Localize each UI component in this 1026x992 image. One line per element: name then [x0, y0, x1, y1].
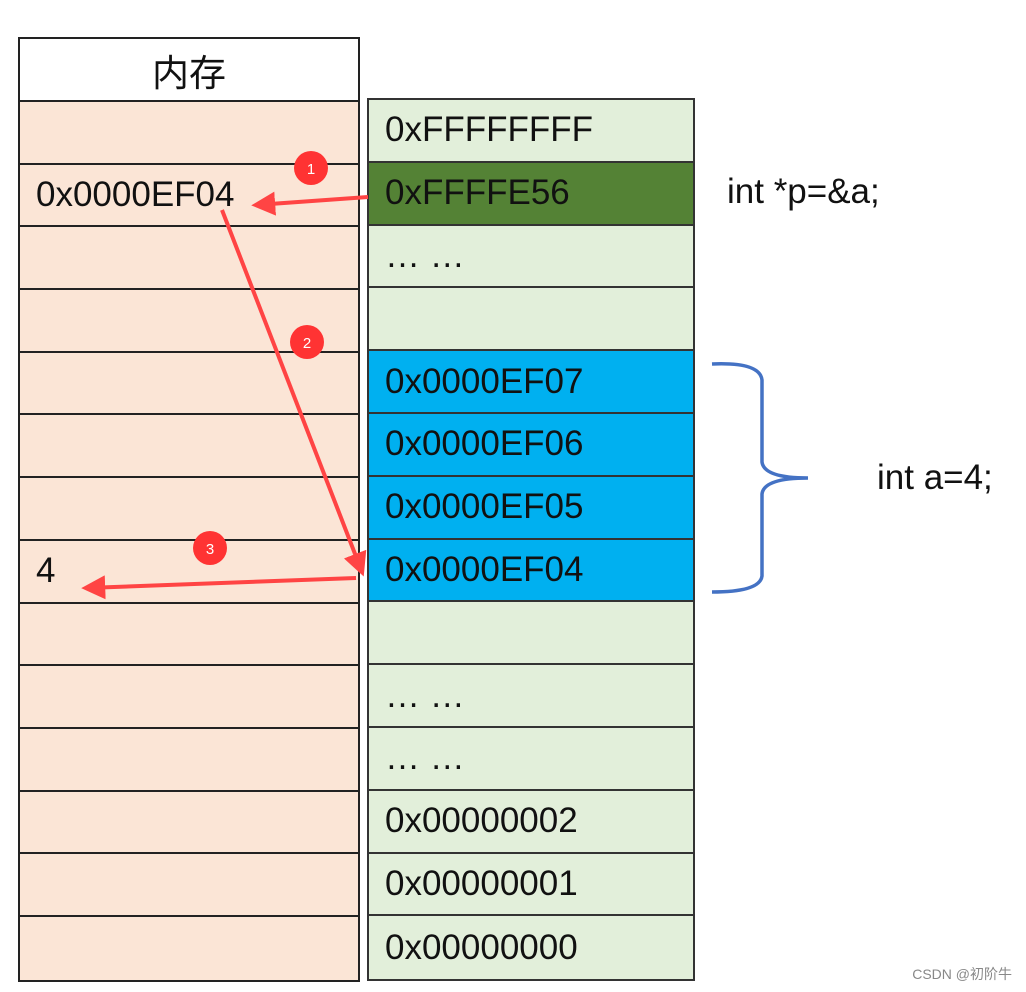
address-cell: 0x00000001	[369, 853, 693, 917]
memory-cell	[20, 102, 358, 165]
address-cell: 0x0000EF04	[369, 539, 693, 603]
memory-cell	[20, 604, 358, 667]
address-cell: 0x0000EF07	[369, 351, 693, 414]
memory-cell	[20, 353, 358, 416]
memory-cell	[20, 854, 358, 917]
memory-cell	[20, 290, 358, 353]
memory-cell: 4	[20, 541, 358, 604]
arrow-step-1	[251, 191, 369, 216]
address-cell: 0x00000002	[369, 790, 693, 854]
memory-column: 内存 0x0000EF04 4	[18, 37, 360, 982]
address-cell: 0x0000EF06	[369, 413, 693, 477]
address-cell: … …	[369, 225, 693, 289]
watermark: CSDN @初阶牛	[912, 966, 1012, 982]
memory-cell	[20, 415, 358, 479]
address-cell: 0x00000000	[369, 916, 693, 980]
step-badge-3: 3	[193, 531, 227, 565]
step-badge-1: 1	[294, 151, 328, 185]
svg-text:1: 1	[307, 161, 315, 178]
address-cell	[369, 602, 693, 666]
address-cell: 0xFFFFFFFF	[369, 100, 693, 163]
arrow-step-2	[220, 209, 367, 577]
memory-cell	[20, 227, 358, 291]
variable-declaration: int a=4;	[877, 458, 993, 497]
memory-header: 内存	[20, 39, 358, 102]
memory-cell	[20, 792, 358, 855]
memory-cells: 0x0000EF04 4	[20, 102, 358, 980]
pointer-declaration: int *p=&a;	[727, 172, 880, 211]
address-cell: 0x0000EF05	[369, 476, 693, 540]
address-cell	[369, 288, 693, 352]
step-badge-2: 2	[290, 325, 324, 359]
curly-brace	[711, 362, 809, 594]
memory-cell	[20, 478, 358, 541]
svg-text:3: 3	[206, 541, 214, 558]
address-cell: 0xFFFFE56	[369, 162, 693, 226]
address-cell: … …	[369, 727, 693, 791]
arrow-step-3	[81, 575, 357, 600]
address-cell: … …	[369, 665, 693, 728]
memory-cell	[20, 729, 358, 792]
memory-cell	[20, 666, 358, 729]
svg-text:2: 2	[303, 335, 311, 352]
memory-cell: 0x0000EF04	[20, 165, 358, 228]
